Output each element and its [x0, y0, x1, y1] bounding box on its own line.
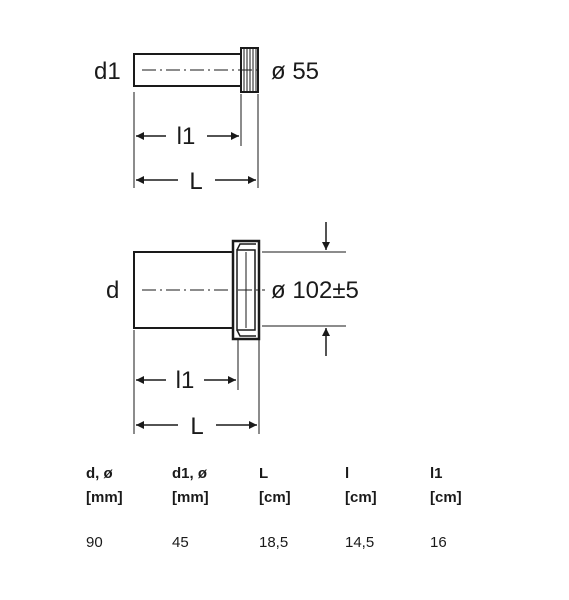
spec-unit-L: [cm] [259, 489, 291, 506]
bottom-dim-L-label: L [190, 413, 203, 440]
spec-col-d1: d1, ø [mm] 45 [172, 462, 209, 551]
top-pipe-label-diameter: ø 55 [271, 58, 319, 85]
spec-col-L: L [cm] 18,5 [259, 462, 291, 551]
spec-value-d1: 45 [172, 534, 189, 551]
spec-header-d1: d1, ø [172, 465, 208, 482]
bottom-pipe-label-diameter: ø 102±5 [271, 277, 359, 304]
bottom-pipe-drawing: d ø 102±5 l1 L [106, 222, 359, 440]
spec-value-d: 90 [86, 534, 103, 551]
spec-value-l1: 16 [430, 534, 447, 551]
spec-unit-d: [mm] [86, 489, 123, 506]
spec-value-l: 14,5 [345, 534, 375, 551]
bottom-pipe-lip-top [236, 243, 256, 251]
top-dim-l1-label: l1 [177, 123, 196, 150]
top-pipe-label-d1: d1 [94, 58, 121, 85]
spec-header-L: L [259, 465, 269, 482]
spec-table: d, ø [mm] 90 d1, ø [mm] 45 L [cm] 18,5 l… [0, 462, 569, 582]
spec-unit-l1: [cm] [430, 489, 462, 506]
top-pipe-drawing: d1 ø 55 l1 L [94, 47, 319, 195]
bottom-dim-l1-label: l1 [176, 367, 195, 394]
spec-col-l1: l1 [cm] 16 [430, 462, 462, 551]
technical-drawing: d1 ø 55 l1 L d ø 102±5 [94, 47, 359, 440]
bottom-pipe-label-d: d [106, 277, 119, 304]
top-dim-L-label: L [189, 168, 202, 195]
spec-header-l: l [345, 465, 350, 482]
spec-header-d: d, ø [86, 465, 113, 482]
spec-header-l1: l1 [430, 465, 443, 482]
spec-unit-d1: [mm] [172, 489, 209, 506]
spec-value-L: 18,5 [259, 534, 289, 551]
spec-col-l: l [cm] 14,5 [345, 462, 377, 551]
bottom-pipe-lip-bottom [236, 329, 256, 337]
spec-col-d: d, ø [mm] 90 [86, 462, 123, 551]
spec-unit-l: [cm] [345, 489, 377, 506]
